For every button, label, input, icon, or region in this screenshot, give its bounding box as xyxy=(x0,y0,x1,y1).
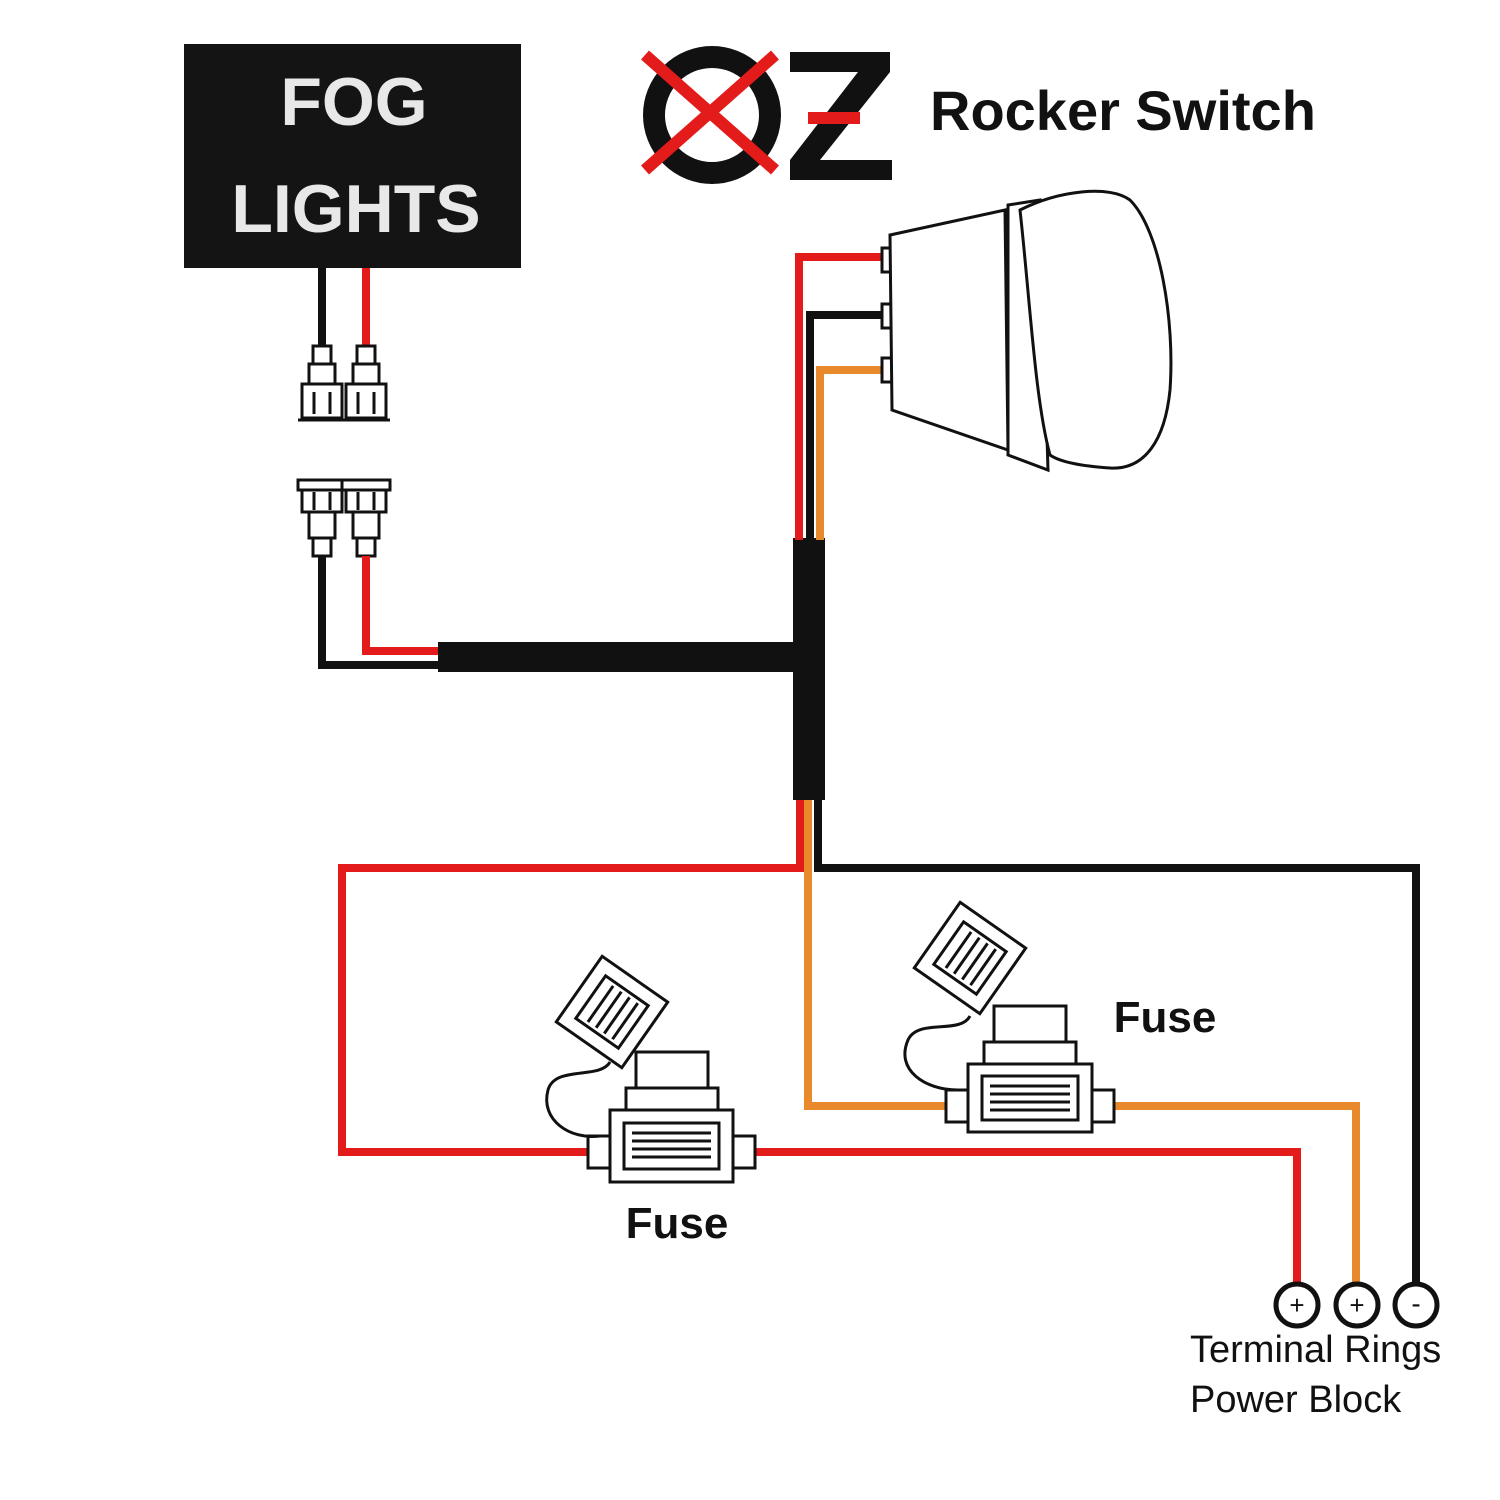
plug-connector-female xyxy=(296,478,392,558)
black-ground-wire xyxy=(814,800,1420,1285)
red-power-wire xyxy=(338,800,804,1156)
harness-horizontal-sheath xyxy=(438,642,823,672)
fog-label-line1: FOG xyxy=(280,64,427,140)
orange-signal-wire xyxy=(804,800,948,1110)
terminal-ring-positive: + xyxy=(1333,1281,1381,1329)
switch-red-wire xyxy=(795,253,886,540)
oz-logo xyxy=(641,46,892,184)
terminal-rings-label: Terminal Rings xyxy=(1190,1329,1441,1371)
fog-label-line2: LIGHTS xyxy=(231,171,480,247)
fuse-label-upper: Fuse xyxy=(1114,993,1217,1042)
terminal-symbol: + xyxy=(1349,1290,1364,1320)
page-title: Rocker Switch xyxy=(930,79,1316,142)
fuse-label-lower: Fuse xyxy=(626,1199,729,1248)
logo-cross-stroke xyxy=(641,50,779,175)
orange-fused-wire xyxy=(1112,1102,1360,1285)
switch-black-wire xyxy=(806,311,886,540)
plug-red-wire xyxy=(362,556,440,655)
switch-orange-wire xyxy=(816,366,886,540)
fuse-holder-icon xyxy=(903,900,1116,1134)
rocker-switch-icon xyxy=(880,189,1173,473)
plug-connector-male xyxy=(298,344,390,422)
terminal-symbol: + xyxy=(1289,1290,1304,1320)
fog-lights-label-plate xyxy=(184,44,521,268)
power-block-label: Power Block xyxy=(1190,1379,1402,1421)
red-fused-wire xyxy=(755,1148,1301,1285)
fuse-holder-icon xyxy=(545,954,757,1184)
terminal-symbol: - xyxy=(1411,1288,1420,1319)
terminal-ring-positive: + xyxy=(1273,1281,1321,1329)
logo-letter-o xyxy=(643,46,781,184)
terminal-ring-negative: - xyxy=(1392,1281,1440,1329)
plug-black-wire xyxy=(318,556,440,669)
harness-vertical-sheath xyxy=(793,538,825,800)
